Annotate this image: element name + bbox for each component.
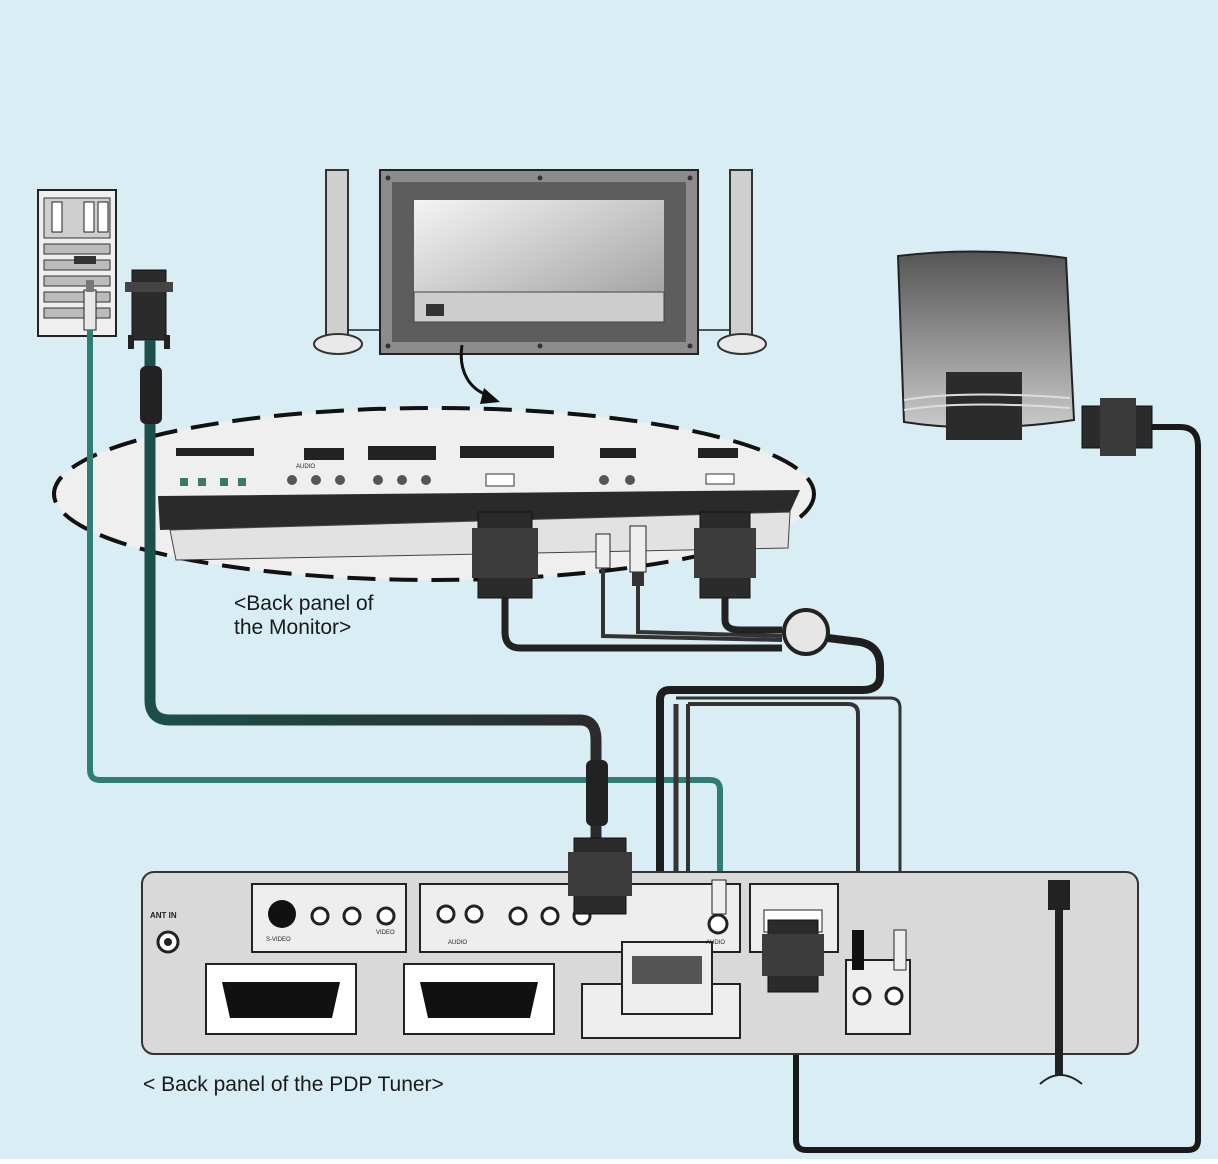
monitor-caption-line-2: the Monitor> <box>234 616 352 639</box>
tuner-pc-audio-plug <box>711 879 727 915</box>
monitor-dvi-cable <box>721 598 782 634</box>
monitor-rgb-cable <box>501 598 782 652</box>
monitor-audio-plug-left <box>595 533 611 569</box>
pc-tower <box>37 189 117 337</box>
cable-junction <box>782 608 830 656</box>
plasma-monitor <box>313 169 767 355</box>
pc-audio-cable <box>87 330 723 880</box>
s-video-label: S-VIDEO <box>266 937 291 943</box>
pdp-tuner-panel <box>141 871 1139 1085</box>
tuner-audio-label-2: AUDIO <box>706 940 725 946</box>
monitor-audio-cable-left <box>601 568 783 642</box>
pc-vga-connector <box>125 269 173 349</box>
pc-vga-ferrite <box>140 366 162 424</box>
crt-monitor <box>896 250 1076 440</box>
monitor-audio-cable-right <box>636 586 783 638</box>
crt-vga-cable <box>793 424 1201 1153</box>
bundle-audio-left <box>676 696 902 930</box>
crt-vga-connector <box>1081 398 1153 456</box>
bundle-audio-right <box>688 702 860 930</box>
monitor-audio-label: AUDIO <box>296 464 315 470</box>
tuner-rgb-plug <box>762 919 824 993</box>
tuner-vga-ferrite <box>586 760 608 826</box>
zoom-arrow-head <box>480 388 500 404</box>
monitor-caption-line-1: <Back panel of <box>234 592 374 615</box>
tuner-dvi-plug <box>621 941 713 1015</box>
tuner-audio-plugs <box>852 929 907 971</box>
video-label: VIDEO <box>376 930 395 936</box>
monitor-dvi-plug <box>694 511 756 599</box>
tuner-audio-label: AUDIO <box>448 940 467 946</box>
tuner-back-panel-caption: < Back panel of the PDP Tuner> <box>143 1073 444 1096</box>
pc-vga-cable <box>144 340 602 840</box>
monitor-back-panel-caption: <Back panel of the Monitor> <box>234 592 454 640</box>
ant-in-label: ANT IN <box>150 911 177 920</box>
bundle-to-tuner <box>656 634 884 900</box>
tuner-vga-plug <box>568 837 632 915</box>
monitor-audio-plug-right <box>629 525 647 586</box>
monitor-rgb-plug <box>472 511 538 599</box>
